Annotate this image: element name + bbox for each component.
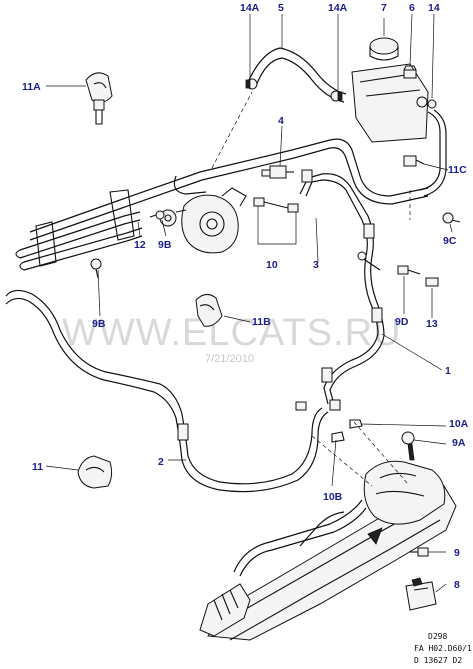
callout-12: 12 (134, 239, 146, 251)
callout-5: 5 (278, 2, 284, 14)
clamp-mid (330, 90, 343, 102)
callout-14a-left: 14A (240, 2, 260, 14)
reference-code-mid: FA H02.D60/1 (414, 644, 472, 653)
bolt-9a (401, 431, 415, 461)
bolt-9c (442, 212, 461, 224)
callout-14: 14 (428, 2, 440, 14)
callout-9c: 9C (443, 235, 457, 247)
return-pipe-right (419, 111, 441, 191)
pressure-hose (299, 169, 385, 411)
callout-6: 6 (409, 2, 415, 14)
clip-11b (195, 294, 223, 327)
bolt-9b-low (90, 258, 102, 279)
fittings-9d-13 (357, 251, 439, 287)
callout-9a: 9A (452, 437, 466, 449)
callout-11: 11 (32, 461, 43, 473)
cooler-tubes (15, 138, 429, 271)
clip-11a (85, 72, 113, 125)
callout-9b-top: 9B (158, 239, 172, 251)
reference-code-bottom: D 13627 D2 (414, 656, 462, 665)
reference-code-top: D298 (428, 632, 447, 641)
steering-rack (199, 460, 457, 641)
bush-8 (405, 577, 437, 611)
clamp-left (245, 78, 258, 90)
pressure-switch (261, 165, 294, 179)
callout-11c: 11C (448, 164, 467, 176)
callout-13: 13 (426, 318, 438, 330)
callout-3: 3 (313, 259, 319, 271)
callout-9: 9 (454, 547, 460, 559)
callout-1: 1 (445, 365, 451, 377)
steering-pump (159, 187, 247, 254)
callout-2: 2 (158, 456, 164, 468)
callout-10a: 10A (449, 418, 469, 430)
callout-11b: 11B (252, 316, 271, 328)
callout-4: 4 (278, 115, 284, 127)
dash-pump-to-reservoir (211, 91, 253, 169)
watermark-date: 7/21/2010 (205, 353, 254, 365)
fittings-10 (253, 197, 299, 245)
pump-feed-pipe (173, 175, 207, 195)
callout-10: 10 (266, 259, 278, 271)
callout-14a-mid: 14A (328, 2, 348, 14)
callout-8: 8 (454, 579, 460, 591)
callout-7: 7 (381, 2, 387, 14)
clamp-reservoir (416, 96, 428, 108)
return-hose (5, 289, 329, 493)
clip-11 (77, 455, 113, 489)
callout-11a: 11A (22, 81, 41, 93)
callout-10b: 10B (323, 491, 343, 503)
watermark-text: WWW.ELCATS.RU (62, 312, 402, 354)
clip-11c (403, 155, 425, 167)
bolt-9b-top (149, 210, 165, 220)
fitting-10a (349, 419, 363, 429)
leader-lines (45, 13, 453, 593)
supply-hose (247, 47, 347, 95)
callout-9b-low: 9B (92, 318, 106, 330)
callout-9d: 9D (395, 316, 409, 328)
reservoir (351, 37, 437, 143)
fitting-10b (331, 431, 345, 443)
